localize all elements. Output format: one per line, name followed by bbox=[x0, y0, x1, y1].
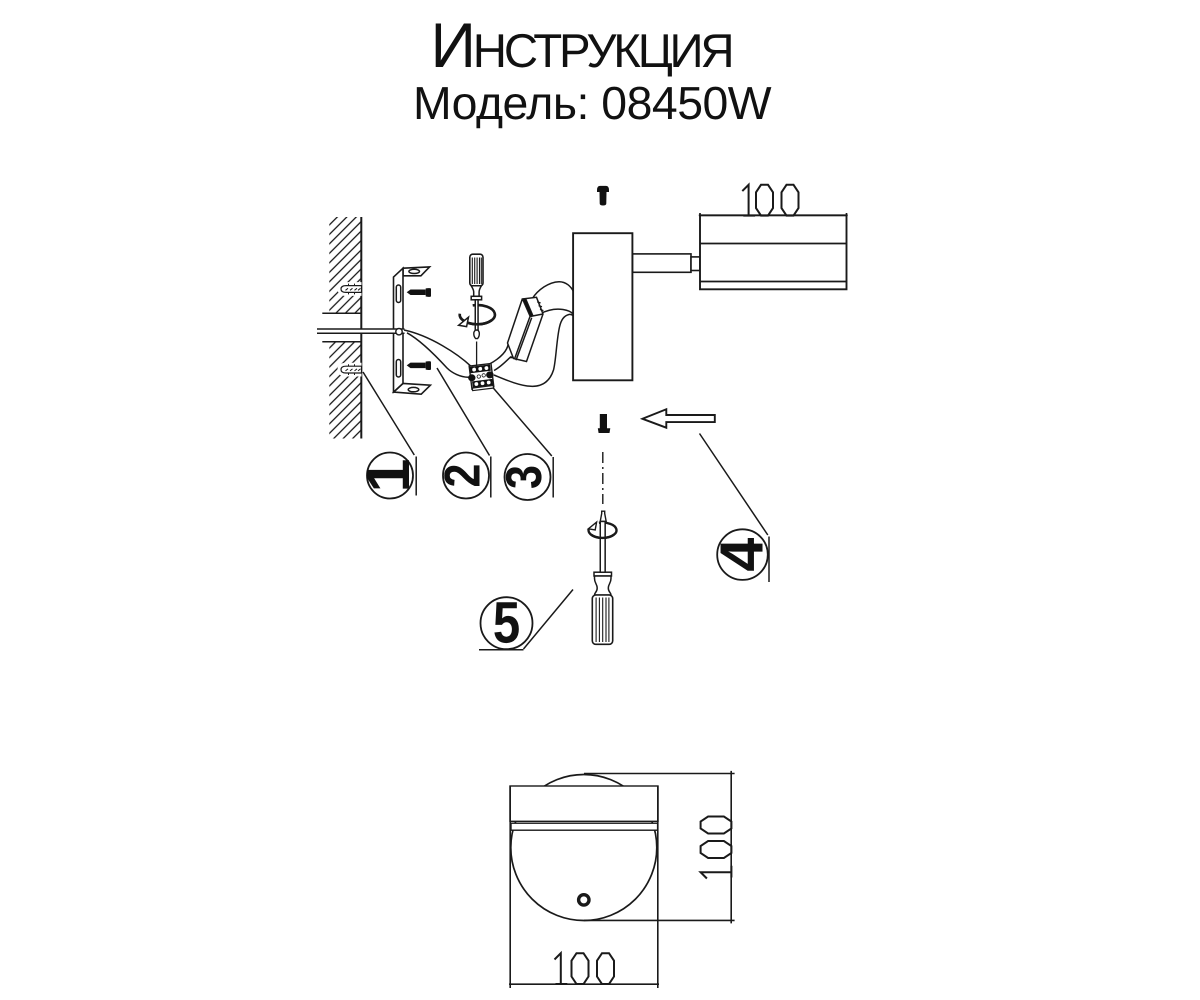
svg-text:3: 3 bbox=[495, 465, 552, 489]
svg-text:2: 2 bbox=[434, 464, 491, 488]
svg-text:5: 5 bbox=[493, 590, 520, 655]
svg-text:Модель: 08450W: Модель: 08450W bbox=[413, 77, 772, 129]
svg-text:ИНСТРУКЦИЯ: ИНСТРУКЦИЯ bbox=[431, 11, 732, 81]
svg-text:4: 4 bbox=[708, 538, 776, 572]
svg-text:1: 1 bbox=[354, 459, 422, 493]
